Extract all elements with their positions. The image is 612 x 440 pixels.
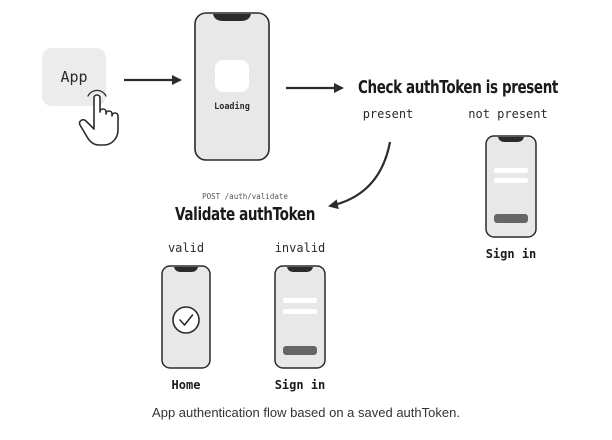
branch-invalid-label: invalid <box>275 241 326 255</box>
validate-token-title: Validate authToken <box>175 204 315 225</box>
app-node: App <box>42 48 119 146</box>
home-phone <box>161 265 211 369</box>
signin-field <box>283 309 317 314</box>
check-token-title: Check authToken is present <box>358 77 559 98</box>
figure-caption: App authentication flow based on a saved… <box>152 405 460 420</box>
signin-button <box>283 346 317 355</box>
hand-pointer-icon <box>78 89 119 146</box>
signin-phone-invalid <box>274 265 326 369</box>
branch-not-present-label: not present <box>468 107 547 121</box>
endpoint-label: POST /auth/validate <box>202 192 288 201</box>
signin-field <box>494 168 528 173</box>
branch-valid-label: valid <box>168 241 204 255</box>
signin-field <box>283 298 317 303</box>
app-tile <box>42 48 106 106</box>
home-label: Home <box>172 378 201 392</box>
loading-app-tile <box>215 60 249 92</box>
branch-present-label: present <box>363 107 414 121</box>
signin-missing-label: Sign in <box>486 247 537 261</box>
arrow-present-to-validate <box>328 141 392 210</box>
signin-button <box>494 214 528 223</box>
checkmark-circle-icon <box>172 306 200 334</box>
signin-invalid-label: Sign in <box>275 378 326 392</box>
signin-field <box>494 178 528 183</box>
loading-label: Loading <box>214 101 250 112</box>
signin-phone-missing <box>485 135 537 238</box>
app-label: App <box>60 68 87 86</box>
loading-phone: Loading <box>194 12 270 161</box>
